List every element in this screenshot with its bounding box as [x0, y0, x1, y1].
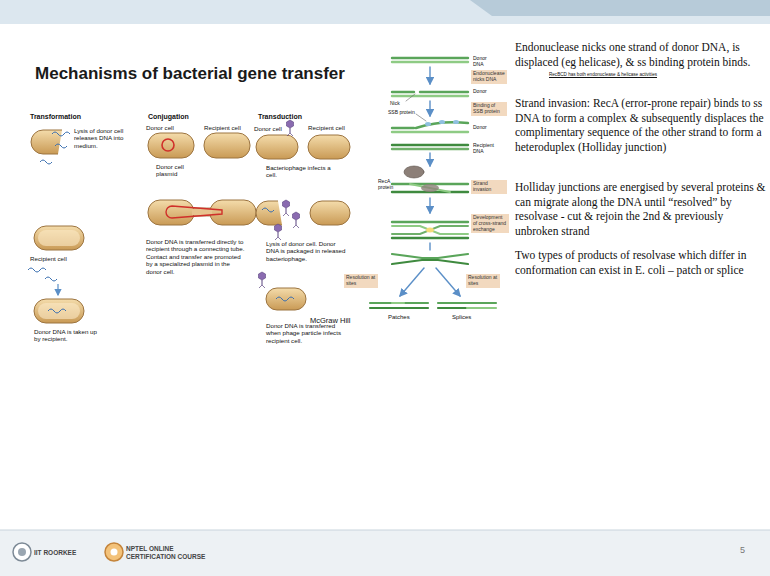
step-label-box: Resolution at sites	[466, 274, 500, 288]
conjugation-illustration	[148, 133, 256, 225]
diagram-label: Recipient DNA	[473, 142, 499, 154]
step-caption: Bacteriophage infects a cell.	[266, 164, 336, 179]
cell-label: Recipient cell	[204, 124, 241, 131]
header-bar	[0, 0, 770, 24]
step-caption: Lysis of donor cell releases DNA into me…	[74, 127, 134, 149]
cell-label: Recipient cell	[308, 124, 345, 131]
column-heading: Conjugation	[148, 113, 189, 121]
diagram-label: Nick	[390, 100, 400, 106]
step-label-text: Strand invasion	[473, 181, 505, 193]
transformation-illustration	[28, 130, 84, 323]
cell-label: Donor cell	[146, 124, 174, 131]
footer-bar	[0, 530, 770, 576]
slide-title: Mechanisms of bacterial gene transfer	[20, 64, 360, 84]
step-caption: Lysis of donor cell. Donor DNA is packag…	[266, 240, 346, 262]
step-label-text: Resolution at sites	[346, 275, 376, 287]
footer-text: IIT ROORKEE	[34, 549, 76, 557]
step-caption: Donor DNA is transferred when phage part…	[266, 322, 346, 344]
page-number: 5	[740, 545, 745, 556]
step-caption: Donor DNA is taken up by recipient.	[34, 328, 104, 343]
explanation-paragraph: Endonuclease nicks one strand of donor D…	[515, 40, 767, 69]
footnote: RecBCD has both endonuclease & helicase …	[549, 72, 749, 78]
step-caption: Donor DNA is transferred directly to rec…	[146, 238, 246, 275]
step-label-text: Resolution at sites	[468, 275, 498, 287]
cell-label: Donor cell	[254, 125, 282, 132]
step-label-text: Development of cross-strand exchange	[473, 215, 507, 232]
diagram-label: Donor	[473, 124, 487, 130]
step-label-text: Endonuclease nicks DNA	[473, 71, 505, 83]
cell-label: Donor cell plasmid	[156, 163, 196, 178]
step-label-box: Development of cross-strand exchange	[471, 214, 509, 233]
header-accent	[470, 0, 770, 16]
source-credit: McGraw Hill	[310, 316, 350, 325]
diagram-label: Donor DNA	[473, 55, 497, 67]
step-label-box: Binding of SSB protein	[471, 102, 507, 116]
nptel-logo	[105, 543, 123, 561]
diagram-label: Patches	[388, 314, 410, 321]
step-label-box: Resolution at sites	[344, 274, 378, 288]
step-label-box: Endonuclease nicks DNA	[471, 70, 507, 84]
diagram-label: Donor	[473, 88, 487, 94]
step-label-text: Binding of SSB protein	[473, 103, 505, 115]
column-heading: Transduction	[258, 113, 302, 121]
diagram-label: Splices	[452, 314, 471, 321]
column-heading: Transformation	[30, 113, 81, 121]
explanation-paragraph: Two types of products of resolvase which…	[515, 248, 767, 277]
iit-logo	[13, 543, 31, 561]
diagram-label: SSB protein	[388, 109, 415, 115]
explanation-paragraph: Strand invasion: RecA (error-prone repai…	[515, 96, 767, 154]
step-label-box: Strand invasion	[471, 180, 507, 194]
explanation-paragraph: Holliday junctions are energised by seve…	[515, 180, 767, 238]
diagram-label: RecA protein	[378, 178, 402, 190]
cell-label: Recipient cell	[30, 255, 67, 262]
footer-text: NPTEL ONLINE CERTIFICATION COURSE	[126, 545, 206, 561]
transduction-illustration	[256, 120, 350, 310]
